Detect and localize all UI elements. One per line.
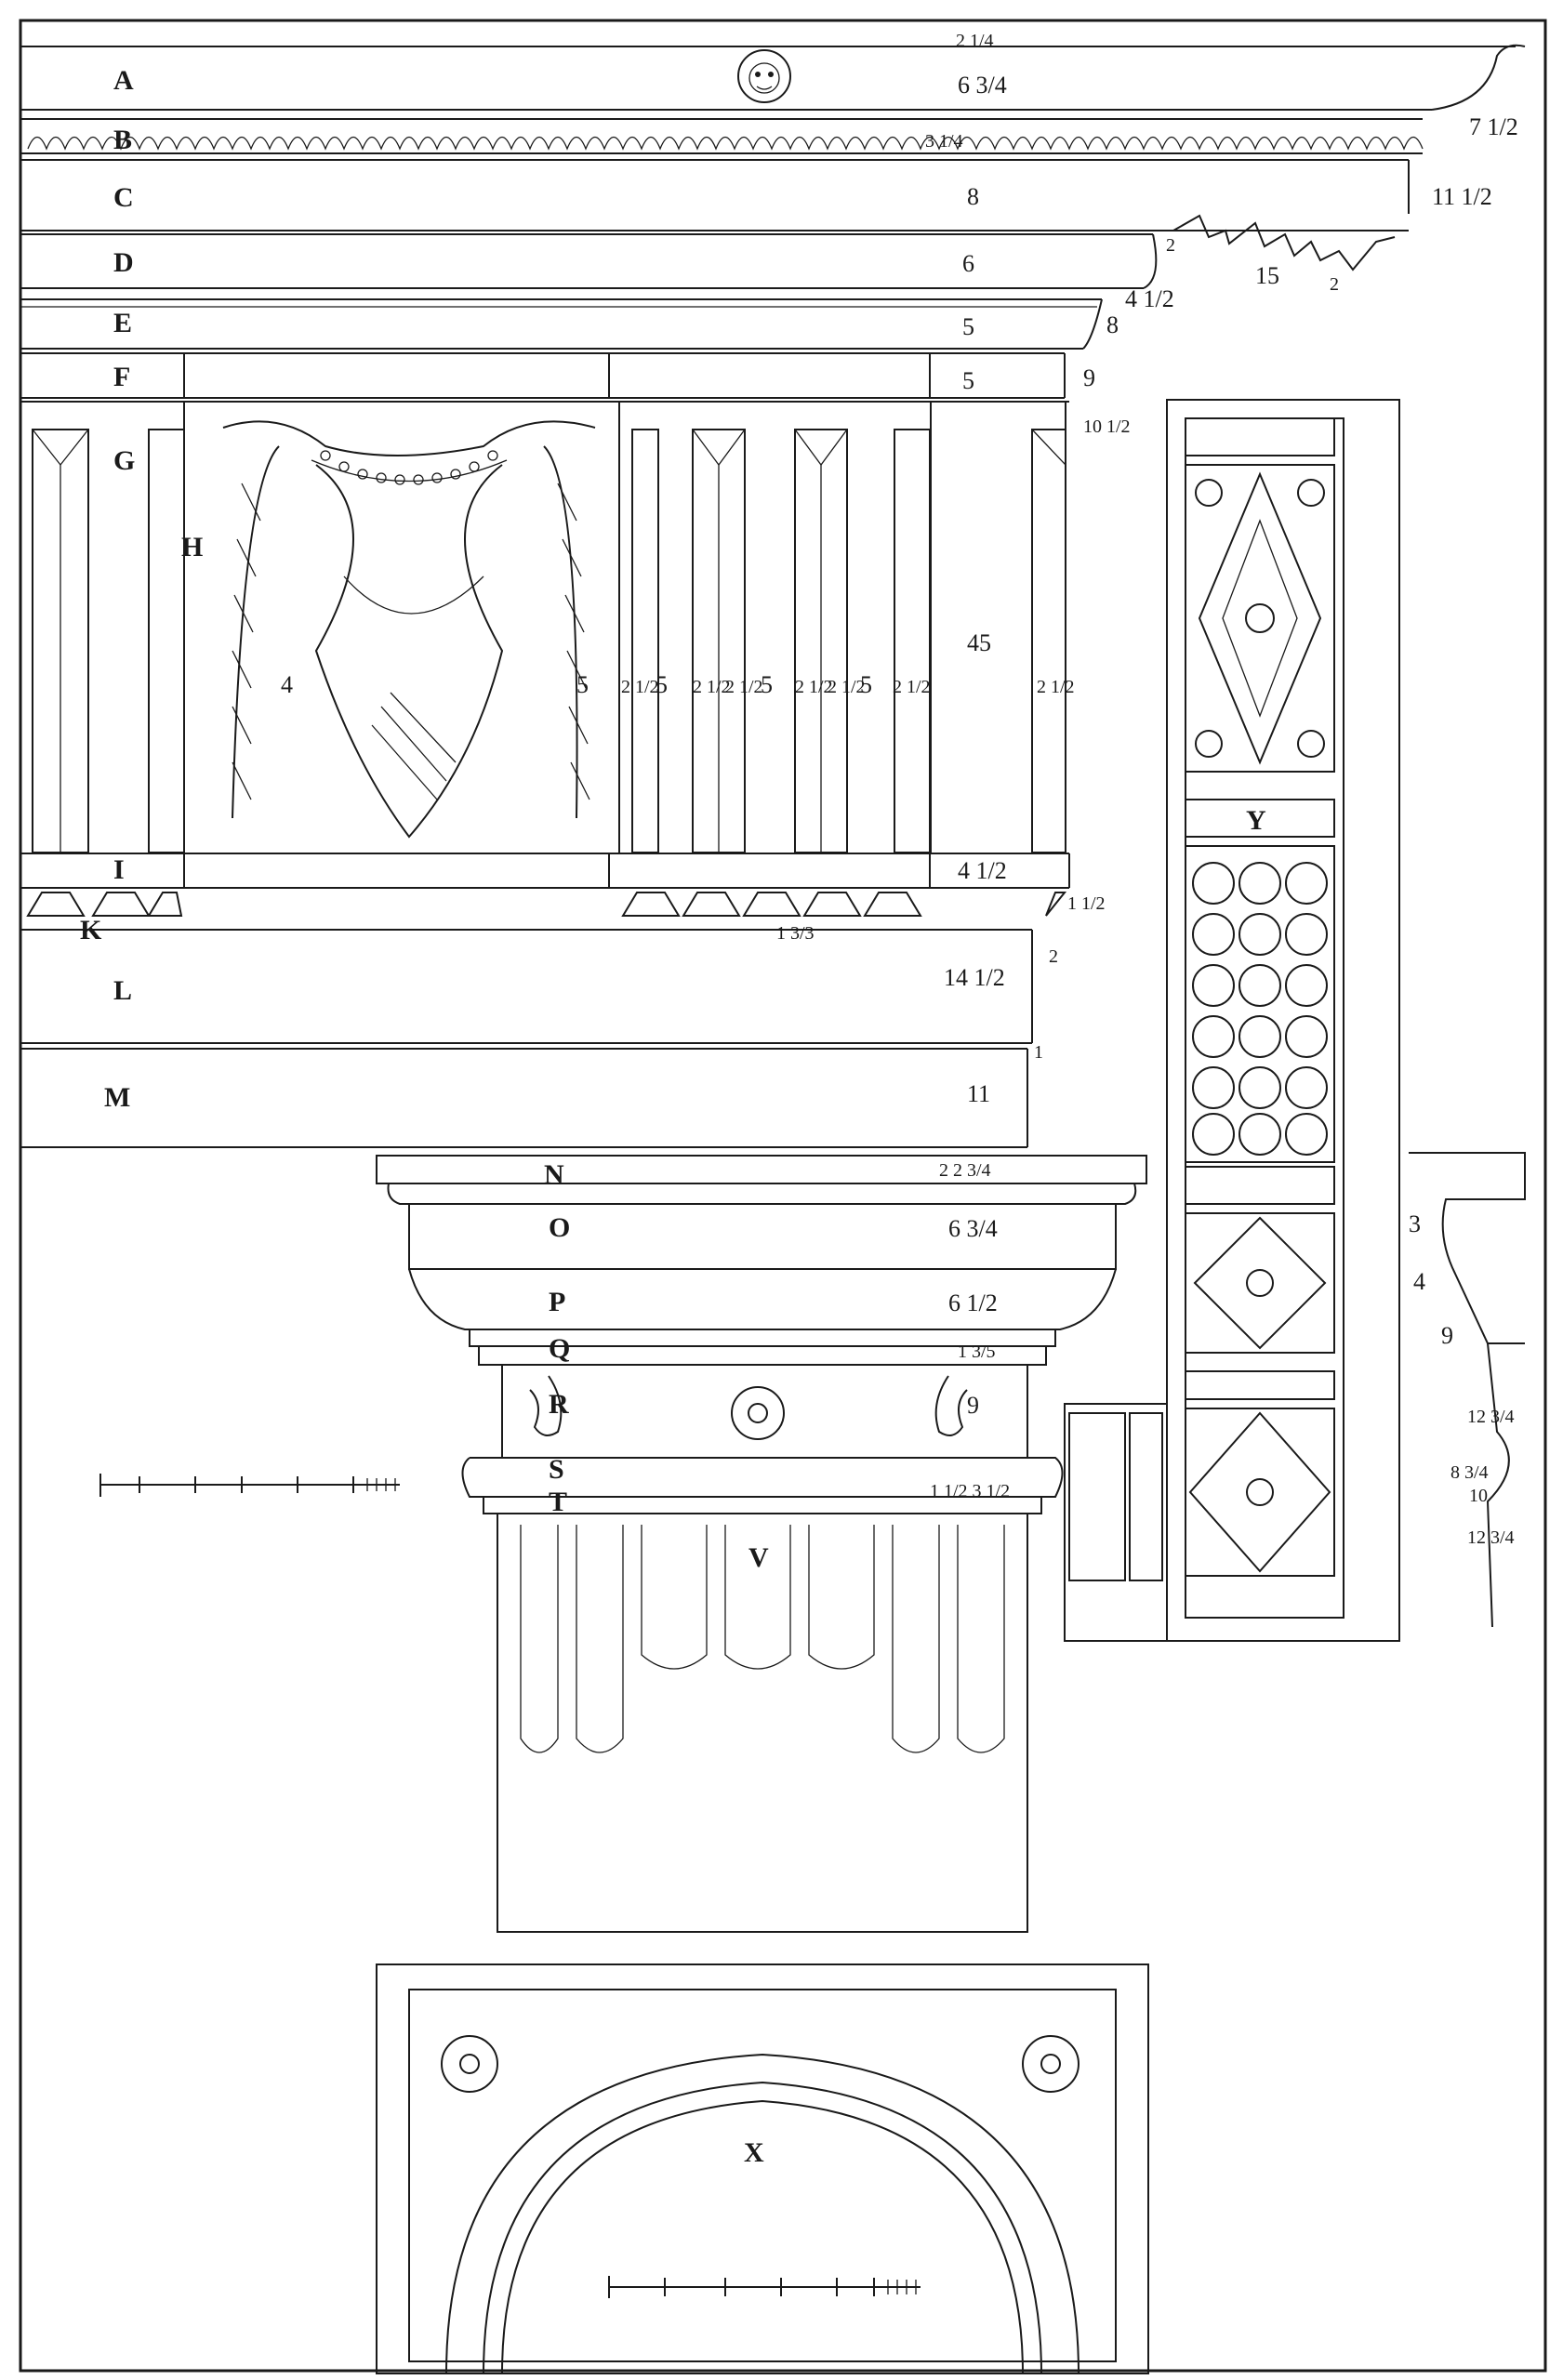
dim-tg-5b: 5 — [761, 671, 773, 698]
label-v: V — [748, 1542, 769, 1573]
label-q: Q — [549, 1333, 570, 1364]
scale-bar-bottom — [608, 2276, 921, 2298]
dim-tg-5c: 5 — [860, 671, 872, 698]
label-a: A — [113, 65, 134, 96]
dim-l: 14 1/2 — [944, 964, 1005, 991]
dim-side-12b: 12 3/4 — [1467, 1527, 1515, 1548]
dim-tg-e: 2 1/2 — [828, 677, 866, 697]
label-f: F — [113, 362, 130, 392]
dim-a-top: 2 1/4 — [956, 31, 994, 51]
dim-metope-5: 5 — [576, 671, 589, 698]
dim-r-c: 11 1/2 — [1432, 183, 1492, 210]
label-e: E — [113, 308, 132, 338]
label-h: H — [181, 532, 203, 562]
label-s: S — [549, 1454, 564, 1485]
capital-ornament — [529, 1375, 968, 1440]
label-m: M — [104, 1082, 130, 1113]
dim-tg-5a: 5 — [656, 671, 668, 698]
dim-r-g: 10 1/2 — [1083, 416, 1131, 437]
label-l: L — [113, 975, 132, 1006]
dim-g: 45 — [967, 629, 991, 656]
panel-y — [1064, 399, 1400, 1642]
label-g: G — [113, 445, 135, 476]
dim-metope-4: 4 — [281, 671, 293, 698]
entablature — [20, 44, 1526, 1148]
dim-q: 1 3/5 — [958, 1342, 996, 1362]
label-i: I — [113, 854, 125, 885]
dim-f: 5 — [962, 367, 974, 394]
label-b: B — [113, 125, 132, 155]
lion-head-icon — [737, 49, 791, 103]
dim-d: 6 — [962, 250, 974, 277]
dim-tg-c: 2 1/2 — [725, 677, 763, 697]
dim-m: 11 — [967, 1080, 990, 1107]
dim-dentil-15: 15 — [1255, 262, 1279, 289]
bucranium-icon — [222, 420, 596, 839]
dim-r-l: 1 — [1034, 1042, 1043, 1063]
plate-border — [19, 19, 1547, 2373]
dim-a: 6 3/4 — [958, 72, 1007, 99]
dim-side-3: 3 — [1409, 1210, 1421, 1237]
label-d: D — [113, 247, 134, 278]
dim-r-k2: 2 — [1049, 946, 1058, 967]
label-n: N — [544, 1159, 564, 1190]
dim-b: 3 1/4 — [925, 131, 963, 152]
rosette-right-icon — [1022, 2035, 1080, 2093]
label-x: X — [744, 2137, 764, 2168]
dim-tg-a: 2 1/2 — [621, 677, 659, 697]
dim-side-8: 8 3/4 — [1450, 1462, 1489, 1483]
label-t: T — [549, 1487, 567, 1517]
dim-side-4: 4 — [1413, 1268, 1425, 1295]
dim-dentil-2a: 2 — [1166, 235, 1175, 256]
dim-r: 9 — [967, 1392, 979, 1419]
label-y: Y — [1246, 805, 1266, 836]
dim-r-e: 4 1/2 — [1125, 285, 1174, 312]
guttae-row — [26, 892, 1067, 917]
dim-tg-b: 2 1/2 — [693, 677, 731, 697]
dim-r-f: 9 — [1083, 364, 1095, 391]
dim-tg-g: 2 1/2 — [1037, 677, 1075, 697]
dim-r-k: 1 1/2 — [1067, 893, 1106, 914]
capital — [376, 1155, 1147, 1514]
label-o: O — [549, 1212, 570, 1243]
dim-i: 4 1/2 — [958, 857, 1007, 884]
label-k: K — [80, 915, 102, 945]
dim-k: 1 3/3 — [776, 923, 815, 944]
triglyph-group-right — [618, 401, 1066, 854]
dim-c: 8 — [967, 183, 979, 210]
dim-side-12a: 12 3/4 — [1467, 1407, 1515, 1427]
triglyph-left — [32, 429, 185, 853]
dim-e: 5 — [962, 313, 974, 340]
label-r: R — [549, 1389, 569, 1420]
dim-dentil-2b: 2 — [1330, 274, 1339, 295]
dim-r-top: 7 1/2 — [1469, 113, 1518, 140]
dim-r-e2: 8 — [1106, 311, 1119, 338]
dim-o: 6 3/4 — [948, 1215, 998, 1242]
dim-s: 1 1/2 3 1/2 — [930, 1481, 1010, 1501]
dentil-profile — [1172, 214, 1396, 271]
rosette-left-icon — [441, 2035, 498, 2093]
dim-tg-f: 2 1/2 — [893, 677, 931, 697]
dim-tg-d: 2 1/2 — [795, 677, 833, 697]
leaf-ornament-strip — [27, 136, 1424, 151]
dim-side-9: 9 — [1441, 1322, 1453, 1349]
side-profile — [1409, 1152, 1526, 1628]
arched-doorway — [376, 1964, 1149, 2374]
scale-bar-left — [99, 1474, 400, 1497]
label-p: P — [549, 1287, 565, 1317]
dim-p: 6 1/2 — [948, 1289, 998, 1316]
label-c: C — [113, 182, 134, 213]
dim-side-10: 10 — [1469, 1486, 1488, 1506]
column-shaft — [497, 1513, 1028, 1933]
dim-n: 2 2 3/4 — [939, 1160, 991, 1181]
